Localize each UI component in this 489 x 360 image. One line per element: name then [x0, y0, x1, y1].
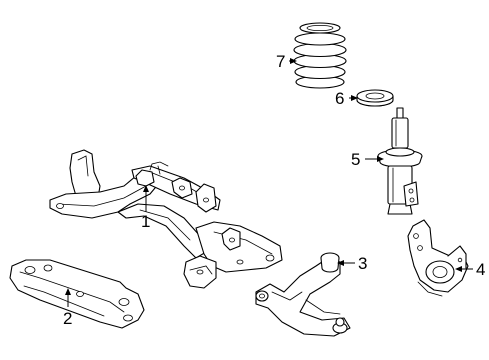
- subframe-crossmember: [49, 149, 283, 289]
- callout-label-2: 2: [63, 309, 72, 328]
- arrow-3: [337, 260, 344, 266]
- arrow-1: [143, 185, 149, 192]
- arrow-6: [351, 95, 358, 101]
- arrow-5: [377, 156, 384, 162]
- callout-label-1: 1: [141, 212, 150, 231]
- callout-label-4: 4: [476, 260, 485, 279]
- callout-label-5: 5: [351, 150, 360, 169]
- callout-5: 5: [351, 150, 384, 169]
- coil-spring: [293, 22, 347, 89]
- arrow-2: [65, 288, 71, 295]
- callout-2: 2: [63, 288, 72, 328]
- callout-7: 7: [276, 52, 297, 71]
- steering-knuckle: [407, 219, 469, 297]
- callout-3: 3: [337, 254, 367, 273]
- spring-seat: [356, 89, 394, 107]
- callout-label-3: 3: [358, 254, 367, 273]
- support-plate: [9, 259, 145, 329]
- callout-1: 1: [141, 185, 150, 231]
- callout-label-6: 6: [335, 89, 344, 108]
- arrow-7: [290, 58, 297, 64]
- callout-6: 6: [335, 89, 358, 108]
- strut-assembly: [377, 107, 423, 215]
- lower-control-arm: [255, 252, 351, 337]
- callout-4: 4: [455, 260, 485, 279]
- callout-label-7: 7: [276, 52, 285, 71]
- arrow-4: [455, 266, 462, 272]
